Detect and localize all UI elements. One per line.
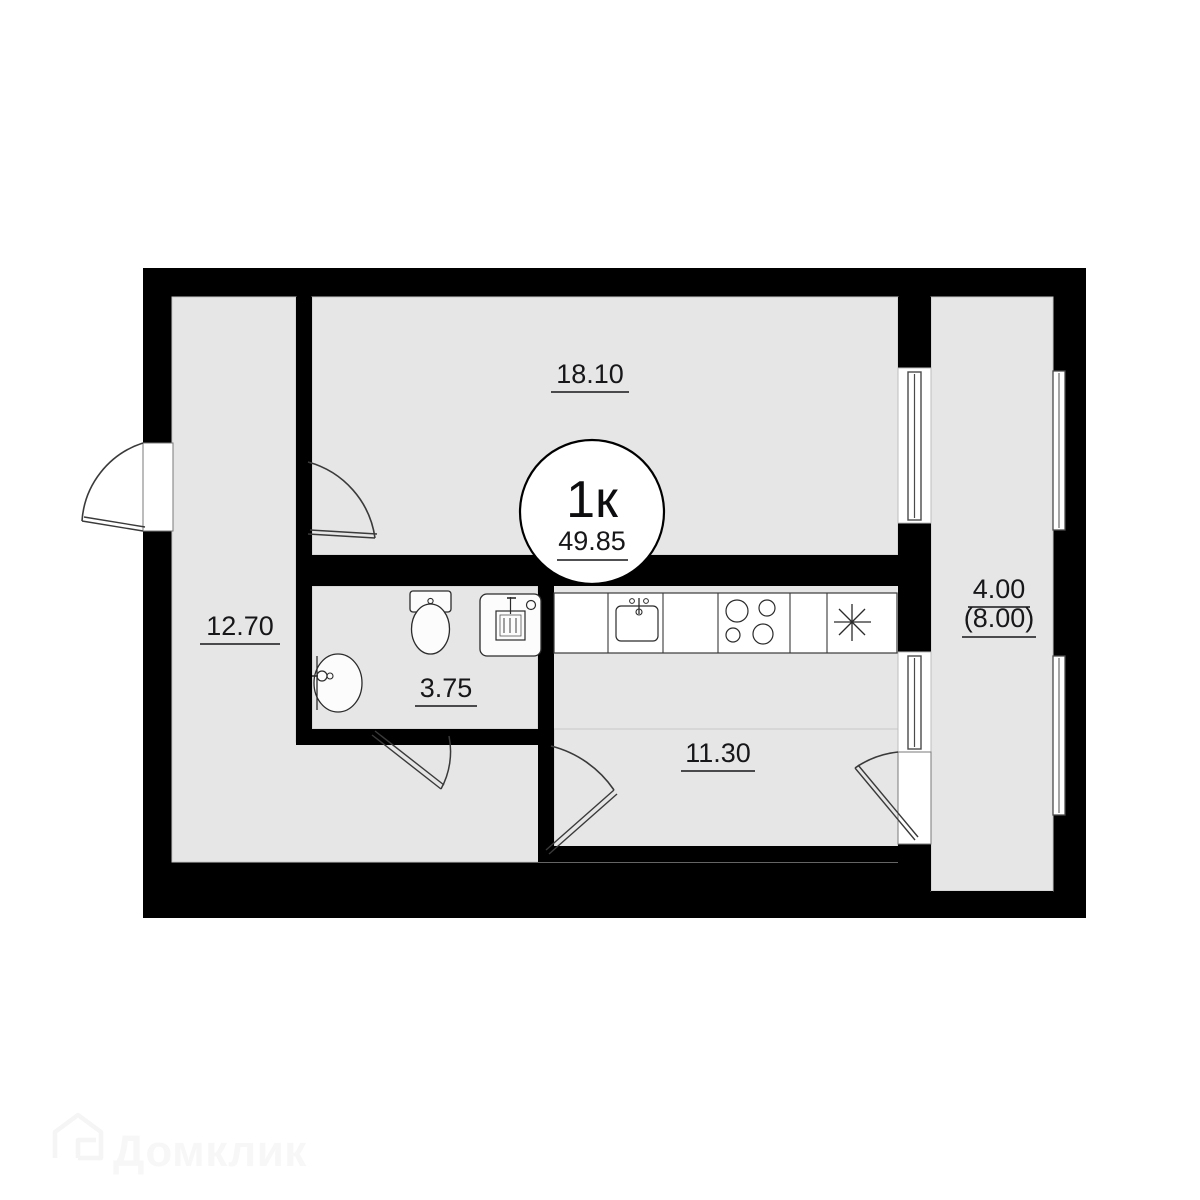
kitchen-counter [553,592,898,654]
badge-total-area: 49.85 [558,526,626,556]
badge-circle [518,438,666,586]
window-living-balcony [897,367,932,524]
shower-tray-icon [479,593,542,657]
area-value-bathroom: 3.75 [420,673,473,703]
wall-kitchen-left-lower [538,729,554,862]
area-label-kitchen: 11.30 [681,738,755,772]
bathroom-fixtures [312,590,542,713]
living-room-door [307,461,378,539]
wall-kitchen-bottom [538,846,898,862]
area-label-living-room: 18.10 [551,359,629,393]
window-kitchen-balcony [897,651,932,753]
window-balcony-outer-bottom [1052,655,1066,816]
window-balcony-outer-top [1052,370,1066,531]
windows [897,367,1066,816]
watermark-text: Домклик [113,1127,307,1176]
domclick-house-logo-icon [52,1112,104,1161]
area-value-balcony-full: (8.00) [964,603,1035,633]
wall-bathroom-bottom [296,729,538,745]
kitchen-door [545,745,618,855]
radiator-star-icon [834,604,871,641]
entrance-door [81,442,174,532]
wall-balcony-bottom [931,891,1053,918]
wall-bathroom-kitchen [538,586,554,742]
badge-room-count: 1к [566,471,618,529]
toilet-icon [409,590,452,655]
wall-hallway-living [296,297,312,555]
area-value-kitchen: 11.30 [685,738,751,768]
washbasin-icon [312,653,363,713]
area-label-hallway: 12.70 [200,611,280,645]
doors [81,442,932,855]
area-value-hallway: 12.70 [206,611,274,641]
wall-hallway-bathroom [296,555,312,742]
balcony-door [854,751,932,845]
bathroom-door [371,730,452,790]
area-value-living-room: 18.10 [556,359,624,389]
watermark: Домклик [52,1112,307,1176]
kitchen-sink-icon [615,598,659,642]
apartment-badge: 1к 49.85 [518,438,666,586]
area-label-bathroom: 3.75 [415,673,477,707]
stove-icon [725,599,776,645]
area-labels: 18.10 12.70 3.75 11.30 4.00 (8.00) [200,359,1036,772]
counter-run [553,592,898,654]
area-value-balcony: 4.00 [973,574,1026,604]
area-label-balcony: 4.00 (8.00) [962,574,1036,638]
